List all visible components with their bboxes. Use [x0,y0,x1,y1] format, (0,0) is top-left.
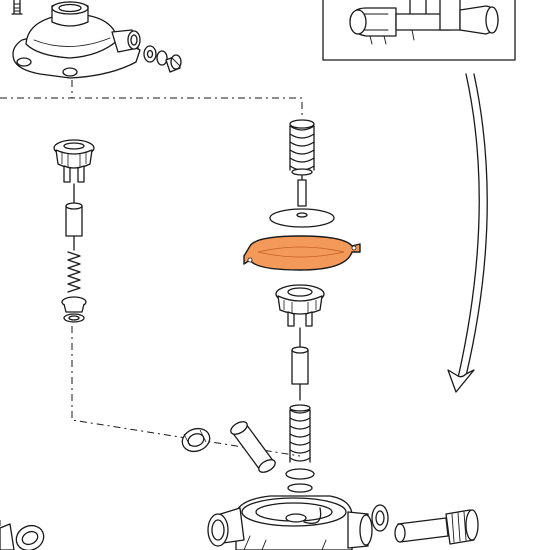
left-stem-assembly [53,139,95,323]
housing-cover-assembly [11,0,182,79]
right-connector [394,509,479,545]
left-ring-part [0,523,45,550]
diaphragm-plate [269,208,335,228]
main-valve-body [207,495,373,550]
flow-arrow [447,73,488,393]
leader-lines [0,80,303,526]
lower-spring [285,404,315,493]
right-washer [371,504,389,532]
upper-spring-assembly [289,119,315,207]
o-ring-part [181,427,211,453]
center-stem-assembly [275,284,325,401]
detail-inset-frame [322,0,516,61]
sleeve-tube-part [230,421,276,473]
diaphragm-gasket[interactable] [243,235,361,271]
